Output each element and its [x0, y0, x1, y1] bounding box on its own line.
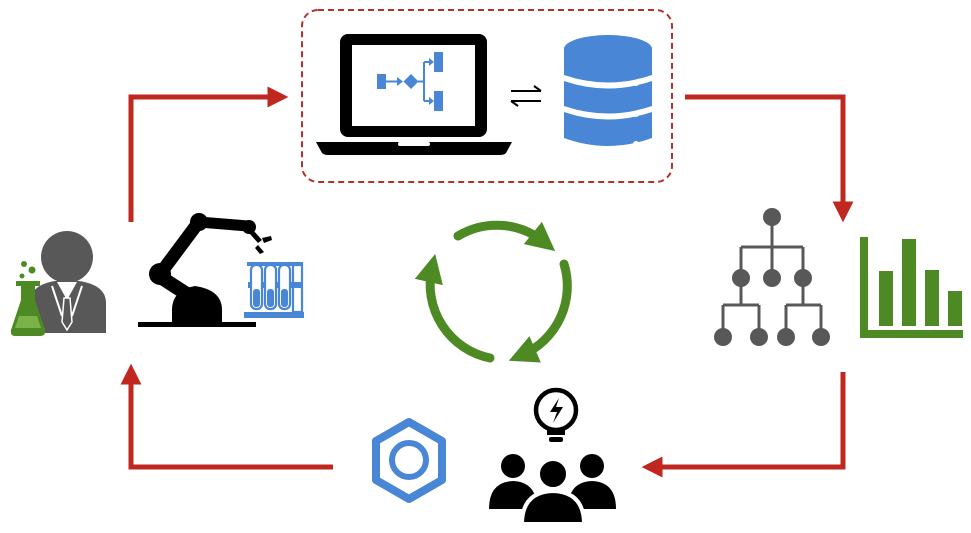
- flask-icon: [10, 261, 46, 336]
- workflow-data-group: [301, 9, 673, 183]
- arrow-chemistry-to-lab: [120, 363, 333, 470]
- scientist-icon: [30, 231, 106, 333]
- arrow-analysis-to-insight: [641, 372, 846, 478]
- hierarchy-tree-icon: [714, 208, 830, 346]
- hexagon-ring-icon: [372, 418, 446, 503]
- two-way-arrows-icon: [510, 85, 542, 107]
- flow-arrows: [120, 86, 854, 478]
- test-tubes-icon: [244, 262, 304, 318]
- arrow-lab-to-workflow: [128, 86, 289, 222]
- arrow-workflow-to-analysis: [685, 94, 854, 223]
- refresh-cycle-icon: [414, 220, 572, 363]
- lightbulb-icon: [533, 387, 579, 442]
- bar-chart-icon: [860, 237, 963, 338]
- team-icon: [489, 454, 616, 526]
- robot-arm-icon: [138, 213, 272, 327]
- database-icon: [564, 35, 652, 147]
- laptop-workflow-icon: [316, 34, 512, 155]
